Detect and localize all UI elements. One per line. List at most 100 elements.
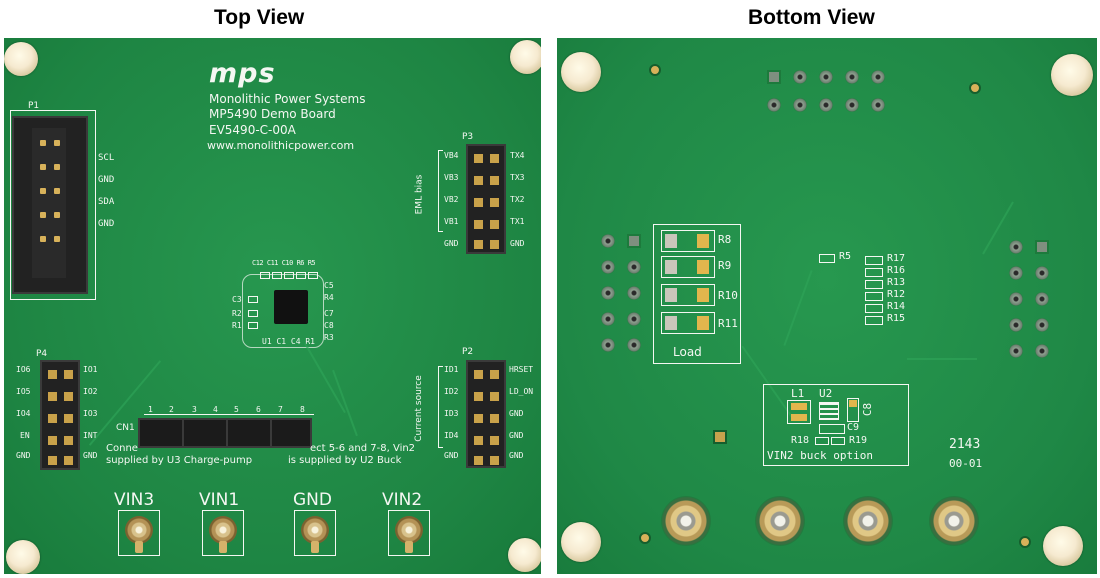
p2-left-gnd: GND [444, 451, 459, 460]
r1-pad [248, 322, 258, 329]
cn1-note-line1-right: ect 5-6 and 7-8, Vin2 [310, 443, 416, 454]
pin-via [1009, 240, 1023, 254]
c5-ref: C5 [324, 281, 334, 290]
p1-outline [10, 110, 96, 300]
p2-header [466, 360, 506, 468]
cn1-jumper-1[interactable] [138, 418, 184, 448]
vin2-connector[interactable] [388, 510, 430, 556]
vin1-connector[interactable] [202, 510, 244, 556]
p3-group-label: EML bias [414, 174, 425, 215]
r12-pad [865, 292, 883, 301]
r13-pad [865, 280, 883, 289]
p2-right-gnd-3: GND [509, 451, 524, 460]
coax-pad-3 [843, 496, 893, 546]
c8-pad [849, 400, 857, 407]
cn1-pin-8: 8 [300, 405, 305, 414]
r5-ref: R5 [839, 251, 852, 262]
pcb-trace [304, 342, 346, 414]
p3-right-tx2: TX2 [510, 195, 525, 204]
r15-pad [865, 316, 883, 325]
standoff-bottom-left [6, 540, 40, 574]
r18-ref: R18 [791, 435, 810, 446]
p4-ref: P4 [36, 349, 48, 359]
c8-ref: C8 [861, 402, 875, 417]
standoff-top-right [1051, 54, 1093, 96]
mps-logo: mps [209, 58, 276, 89]
load-block-outline [653, 224, 741, 364]
r8-outline [661, 230, 715, 252]
top-view-title: Top View [214, 6, 305, 29]
p4-left-en: EN [20, 431, 30, 440]
p1-label-gnd-2: GND [98, 219, 115, 229]
p2-ref: P2 [462, 347, 474, 357]
cn1-pin-6: 6 [256, 405, 261, 414]
cn1-pin-3: 3 [192, 405, 197, 414]
p4-right-int: INT [83, 431, 98, 440]
test-pad [649, 64, 661, 76]
p4-right-gnd: GND [83, 451, 98, 460]
r10-outline [661, 284, 715, 306]
pin-via [1035, 240, 1049, 254]
cn1-pin-5: 5 [234, 405, 239, 414]
pin-via [1035, 318, 1049, 332]
cn1-jumper-2[interactable] [182, 418, 228, 448]
pcb-trace [332, 369, 358, 437]
p1-label-sda: SDA [98, 197, 115, 207]
p2-group-label: Current source [413, 375, 424, 442]
pin-via [1009, 292, 1023, 306]
r3-ref: R3 [324, 333, 334, 342]
vin3-connector[interactable] [118, 510, 160, 556]
bottom-view-board: R8 R9 R10 R11 Load R5 R17 R16 R13 R12 R1… [557, 38, 1097, 574]
c3-ref: C3 [232, 295, 242, 304]
p2-left-id4: ID4 [444, 431, 459, 440]
r9-outline [661, 256, 715, 278]
cn1-pin-1: 1 [148, 405, 153, 414]
p1-label-gnd-1: GND [98, 175, 115, 185]
p1-header [12, 116, 88, 294]
cn1-jumper-4[interactable] [270, 418, 312, 448]
pin-via [819, 70, 833, 84]
board-name: MP5490 Demo Board [209, 107, 336, 121]
pin-via [627, 338, 641, 352]
pin-via [601, 260, 615, 274]
p2-left-id1: ID1 [444, 365, 459, 374]
ic-top-refs-text: C12 C11 C10 R6 R5 [252, 259, 316, 267]
p2-right-gnd-1: GND [509, 409, 524, 418]
p3-ref: P3 [462, 132, 474, 142]
p3-header [466, 144, 506, 254]
r13-ref: R13 [887, 277, 906, 288]
standoff-bottom-left [561, 522, 601, 562]
c7-ref: C7 [324, 309, 334, 318]
c8-ref: C8 [324, 321, 334, 330]
p4-left-io6: IO6 [16, 365, 31, 374]
r2-pad [248, 310, 258, 317]
p1-label-scl: SCL [98, 153, 115, 163]
cn1-pin-2: 2 [169, 405, 174, 414]
p3-left-vb4: VB4 [444, 151, 459, 160]
p3-left-vb1: VB1 [444, 217, 459, 226]
p3-right-tx4: TX4 [510, 151, 525, 160]
p4-left-io5: IO5 [16, 387, 31, 396]
cn1-jumper-3[interactable] [226, 418, 272, 448]
p4-header [40, 360, 80, 470]
vin1-label: VIN1 [199, 490, 240, 510]
p2-group-bracket [438, 366, 443, 448]
test-pad [639, 532, 651, 544]
u2-ref: U2 [819, 387, 833, 400]
p3-right-gnd: GND [510, 239, 525, 248]
gnd-connector[interactable] [294, 510, 336, 556]
cn1-brackets [144, 414, 314, 418]
date-code: 2143 [949, 437, 981, 452]
r17-ref: R17 [887, 253, 906, 264]
vin2-label: VIN2 [382, 490, 423, 510]
coax-pad-1 [661, 496, 711, 546]
r19-ref: R19 [849, 435, 868, 446]
r2-ref: R2 [232, 309, 242, 318]
l1-pad-bottom [791, 414, 807, 421]
pin-via [845, 98, 859, 112]
r1-ref: R1 [232, 321, 242, 330]
l1-outline [787, 400, 811, 424]
standoff-bottom-right [1043, 526, 1083, 566]
pcb-trace [783, 270, 813, 346]
pin-via [767, 70, 781, 84]
